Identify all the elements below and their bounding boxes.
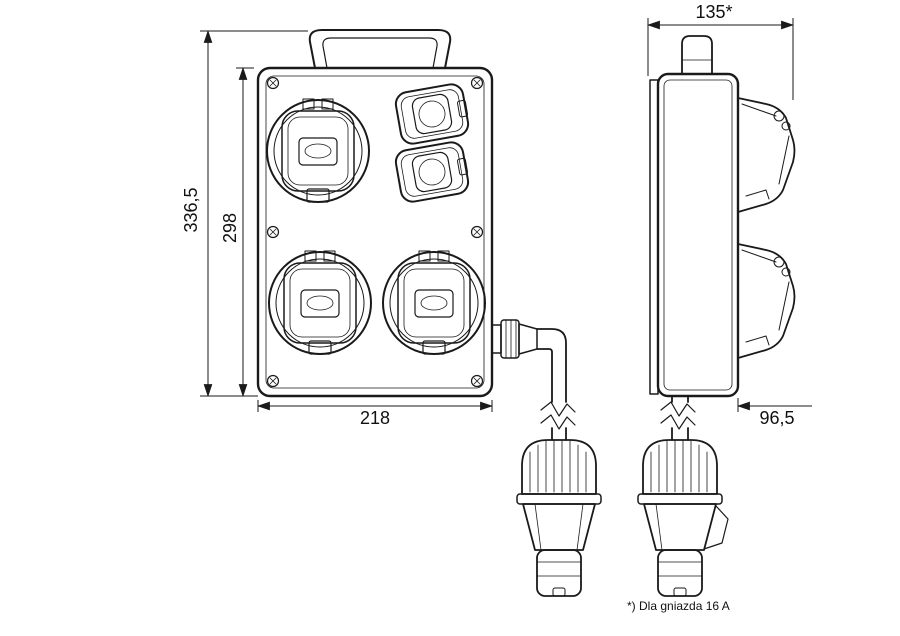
plug-front	[516, 439, 602, 597]
plug-side	[637, 439, 729, 597]
break-symbol-side	[660, 401, 696, 430]
dim-label-box-width: 218	[360, 408, 390, 428]
dimension-box-width: 218	[256, 400, 494, 428]
socket-small-bottom	[393, 139, 472, 205]
side-socket-bottom	[737, 243, 796, 359]
dimension-depth-total: 135*	[646, 2, 795, 100]
dim-label-box-height: 298	[220, 213, 240, 243]
socket-small-top	[393, 81, 472, 147]
handle	[308, 29, 452, 69]
dim-label-overall-height: 336,5	[181, 187, 201, 232]
footnote: *) Dla gniazda 16 A	[627, 599, 730, 613]
socket-bottom-left	[268, 250, 372, 355]
enclosure-front	[256, 66, 494, 398]
dimension-box-height: 298	[220, 66, 254, 398]
side-socket-top	[737, 97, 796, 213]
dimension-depth-body: 96,5	[736, 398, 812, 428]
socket-bottom-right	[382, 250, 486, 355]
screws	[266, 76, 484, 388]
break-symbol-front	[540, 401, 576, 430]
cable-side	[660, 395, 696, 441]
dim-label-depth-total: 135*	[695, 2, 732, 22]
front-view	[256, 29, 602, 597]
socket-top-left	[266, 98, 370, 203]
plug-latch-lever	[703, 505, 729, 550]
cable-gland	[491, 319, 538, 359]
handle-side	[681, 35, 713, 75]
side-view	[637, 35, 796, 597]
enclosure-side	[656, 72, 740, 398]
dimension-overall-height: 336,5	[181, 29, 308, 398]
dim-label-depth-body: 96,5	[759, 408, 794, 428]
cable-front	[536, 328, 576, 441]
